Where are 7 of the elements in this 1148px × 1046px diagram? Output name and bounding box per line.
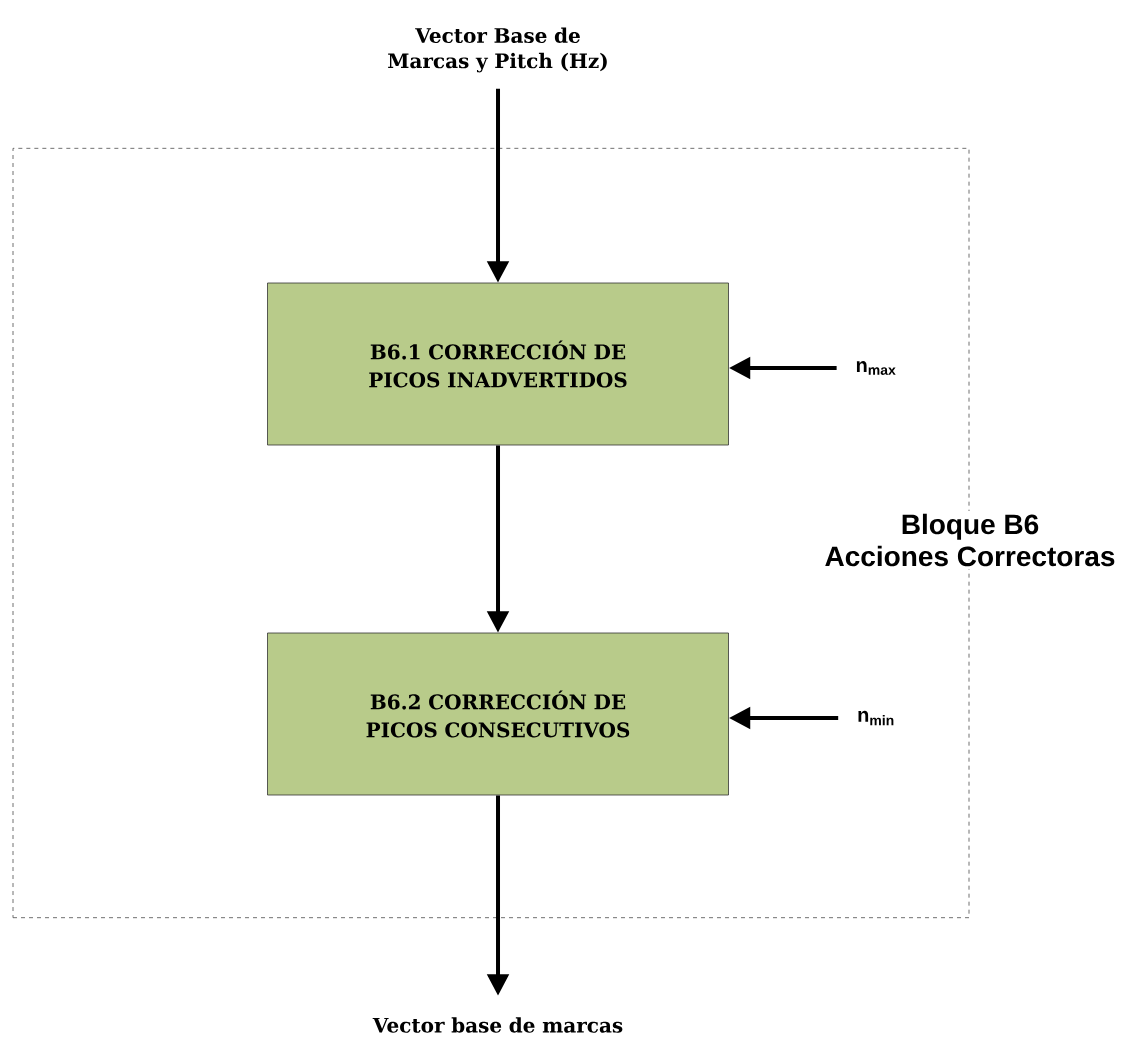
process-box: B6.2 CORRECCIÓN DE PICOS CONSECUTIVOS [267, 632, 729, 796]
io-label: Vector Base de Marcas y Pitch (Hz) [388, 27, 607, 73]
process-box: B6.1 CORRECCIÓN DE PICOS INADVERTIDOS [267, 282, 729, 446]
parameter-label: n$_{max}$ [856, 361, 896, 375]
io-label: Vector base de marcas [372, 1017, 623, 1033]
group-title: Bloque B6 Acciones Correctoras [821, 511, 1119, 569]
parameter-label: n$_{min}$ [858, 710, 894, 726]
